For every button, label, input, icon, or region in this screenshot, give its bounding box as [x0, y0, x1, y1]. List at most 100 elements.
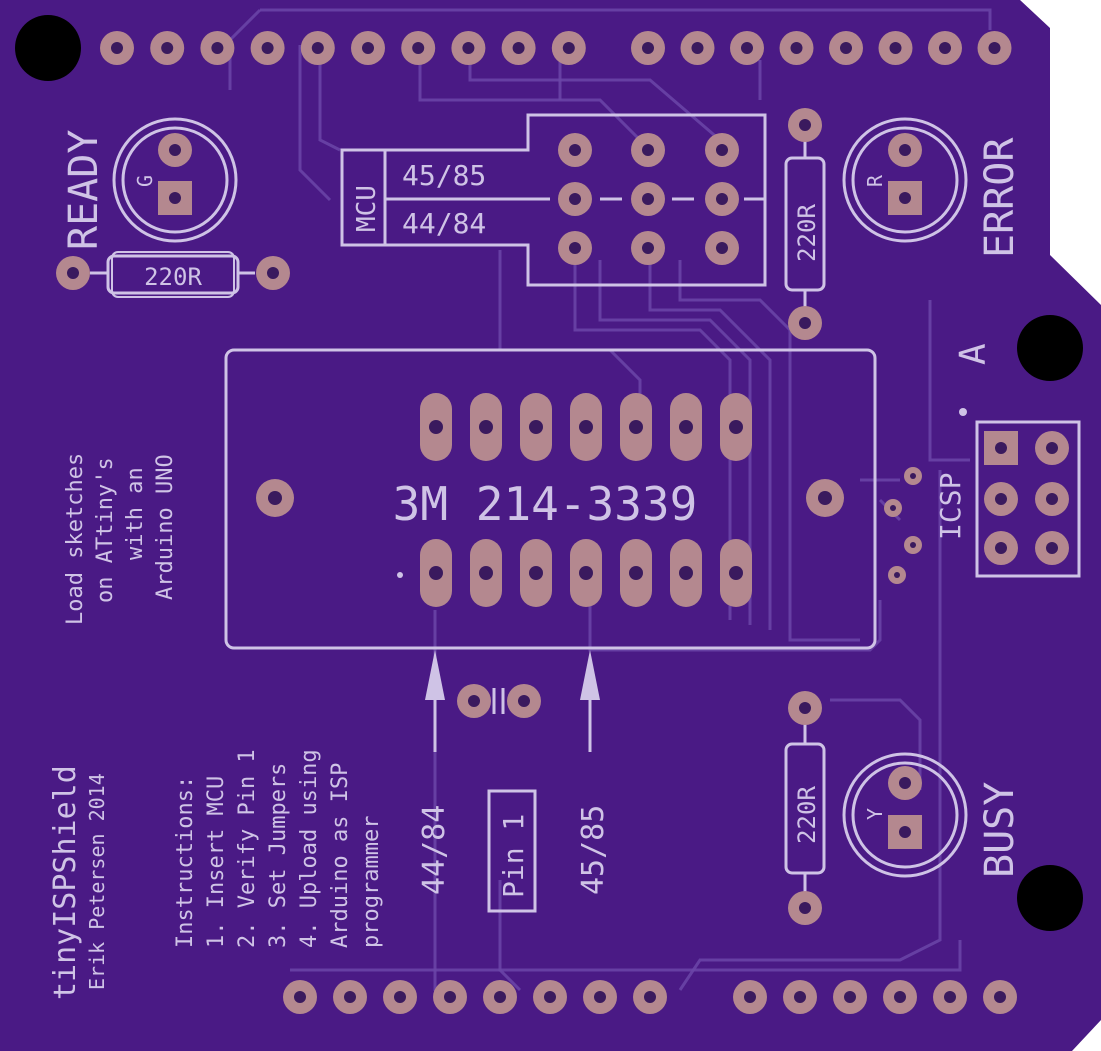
header-bottom-right — [733, 980, 1017, 1014]
header-top-left — [100, 31, 586, 65]
arrow-left: 44/84 — [417, 650, 452, 895]
capacitor — [457, 684, 541, 718]
jumper-pad — [558, 231, 592, 265]
header-pad — [351, 31, 385, 65]
load-line: with an — [123, 467, 148, 560]
header-pad — [733, 980, 767, 1014]
header-pad — [383, 980, 417, 1014]
icsp-pad — [1035, 431, 1069, 465]
instruction-line: 1. Insert MCU — [204, 776, 229, 948]
instruction-line: Arduino as ISP — [328, 763, 353, 948]
icsp-pad — [984, 482, 1018, 516]
socket-pad — [520, 393, 552, 461]
header-pad — [783, 980, 817, 1014]
header-pad — [501, 31, 536, 65]
instruction-line: programmer — [359, 816, 384, 948]
jumper-pad — [705, 133, 739, 167]
busy-led: Y — [842, 752, 968, 878]
header-pad — [451, 31, 486, 65]
led-r-label: R — [863, 174, 887, 187]
mcu-label: MCU — [352, 185, 382, 232]
header-pad — [200, 31, 235, 65]
jumper-pad — [631, 182, 665, 216]
icsp-label: ICSP — [934, 473, 967, 540]
socket-pad — [570, 539, 602, 607]
arrow-left-label: 44/84 — [417, 805, 452, 895]
load-line: Arduino UNO — [153, 454, 178, 600]
header-pad — [680, 31, 715, 65]
header-pad — [977, 31, 1012, 65]
header-pad — [583, 980, 617, 1014]
socket-pad — [620, 539, 652, 607]
header-pad — [633, 980, 667, 1014]
res-error-label: 220R — [793, 204, 821, 262]
jumper-pad — [558, 182, 592, 216]
vias — [884, 467, 922, 584]
jumper-pad — [631, 133, 665, 167]
header-pad — [150, 31, 185, 65]
header-pad — [483, 980, 517, 1014]
jumper-pad — [705, 231, 739, 265]
jumper-pad — [631, 231, 665, 265]
socket-pad — [520, 539, 552, 607]
error-led: R — [842, 117, 968, 243]
mounting-holes — [15, 15, 1083, 931]
jumper-pad — [558, 133, 592, 167]
led-g-label: G — [133, 175, 157, 187]
jumper-top-label: 45/85 — [402, 159, 486, 192]
socket-pad — [470, 539, 502, 607]
header-pad — [401, 31, 436, 65]
ready-label: READY — [61, 130, 107, 250]
icsp-header: ICSP A — [934, 343, 1081, 578]
header-pad — [250, 31, 285, 65]
load-line: Load sketches — [63, 453, 88, 625]
header-pad — [878, 31, 913, 65]
socket-pad — [470, 393, 502, 461]
mounting-hole — [15, 15, 81, 81]
pin1-dot — [397, 572, 403, 578]
zif-socket: 3M 214-3339 — [224, 348, 877, 650]
res-ready-label: 220R — [144, 263, 202, 291]
header-pad — [883, 980, 917, 1014]
instruction-line: 3. Set Jumpers — [266, 763, 291, 948]
arrow-right-label: 45/85 — [576, 805, 611, 895]
header-bottom-left — [283, 980, 667, 1014]
mounting-hole — [1017, 315, 1083, 381]
header-pad — [100, 31, 134, 65]
icsp-arrow-glyph: A — [953, 343, 994, 365]
header-pad — [779, 31, 814, 65]
jumper-pads — [558, 133, 739, 265]
header-pad — [928, 31, 962, 65]
load-line: on ATtiny's — [93, 457, 118, 603]
header-pad — [551, 31, 586, 65]
instruction-line: 2. Verify Pin 1 — [235, 749, 260, 948]
header-pad — [983, 980, 1017, 1014]
ready-resistor: 220R — [56, 251, 290, 298]
jumper-pad — [705, 182, 739, 216]
icsp-pad — [984, 531, 1018, 565]
load-text: Load sketches on ATtiny's with an Arduin… — [63, 453, 178, 625]
icsp-pad — [1035, 482, 1069, 516]
header-top-right — [631, 31, 1012, 65]
busy-resistor: 220R — [784, 691, 826, 925]
header-pad — [730, 31, 764, 65]
jumper-bottom-label: 44/84 — [402, 207, 486, 240]
header-pad — [533, 980, 567, 1014]
ready-led: G — [112, 117, 238, 243]
error-label: ERROR — [977, 137, 1023, 258]
socket-pad — [620, 393, 652, 461]
socket-pad — [420, 393, 452, 461]
header-pad — [433, 980, 467, 1014]
icsp-pads — [984, 431, 1069, 565]
header-pad — [933, 980, 967, 1014]
title: tinyISPShield — [48, 765, 83, 1000]
socket-pad — [670, 539, 702, 607]
header-pad — [833, 980, 867, 1014]
error-resistor: 220R — [784, 108, 826, 340]
pin1-label: Pin 1 — [497, 814, 530, 898]
socket-pad — [720, 393, 752, 461]
socket-label: 3M 214-3339 — [393, 477, 698, 531]
header-pad — [333, 980, 367, 1014]
socket-pad — [420, 539, 452, 607]
